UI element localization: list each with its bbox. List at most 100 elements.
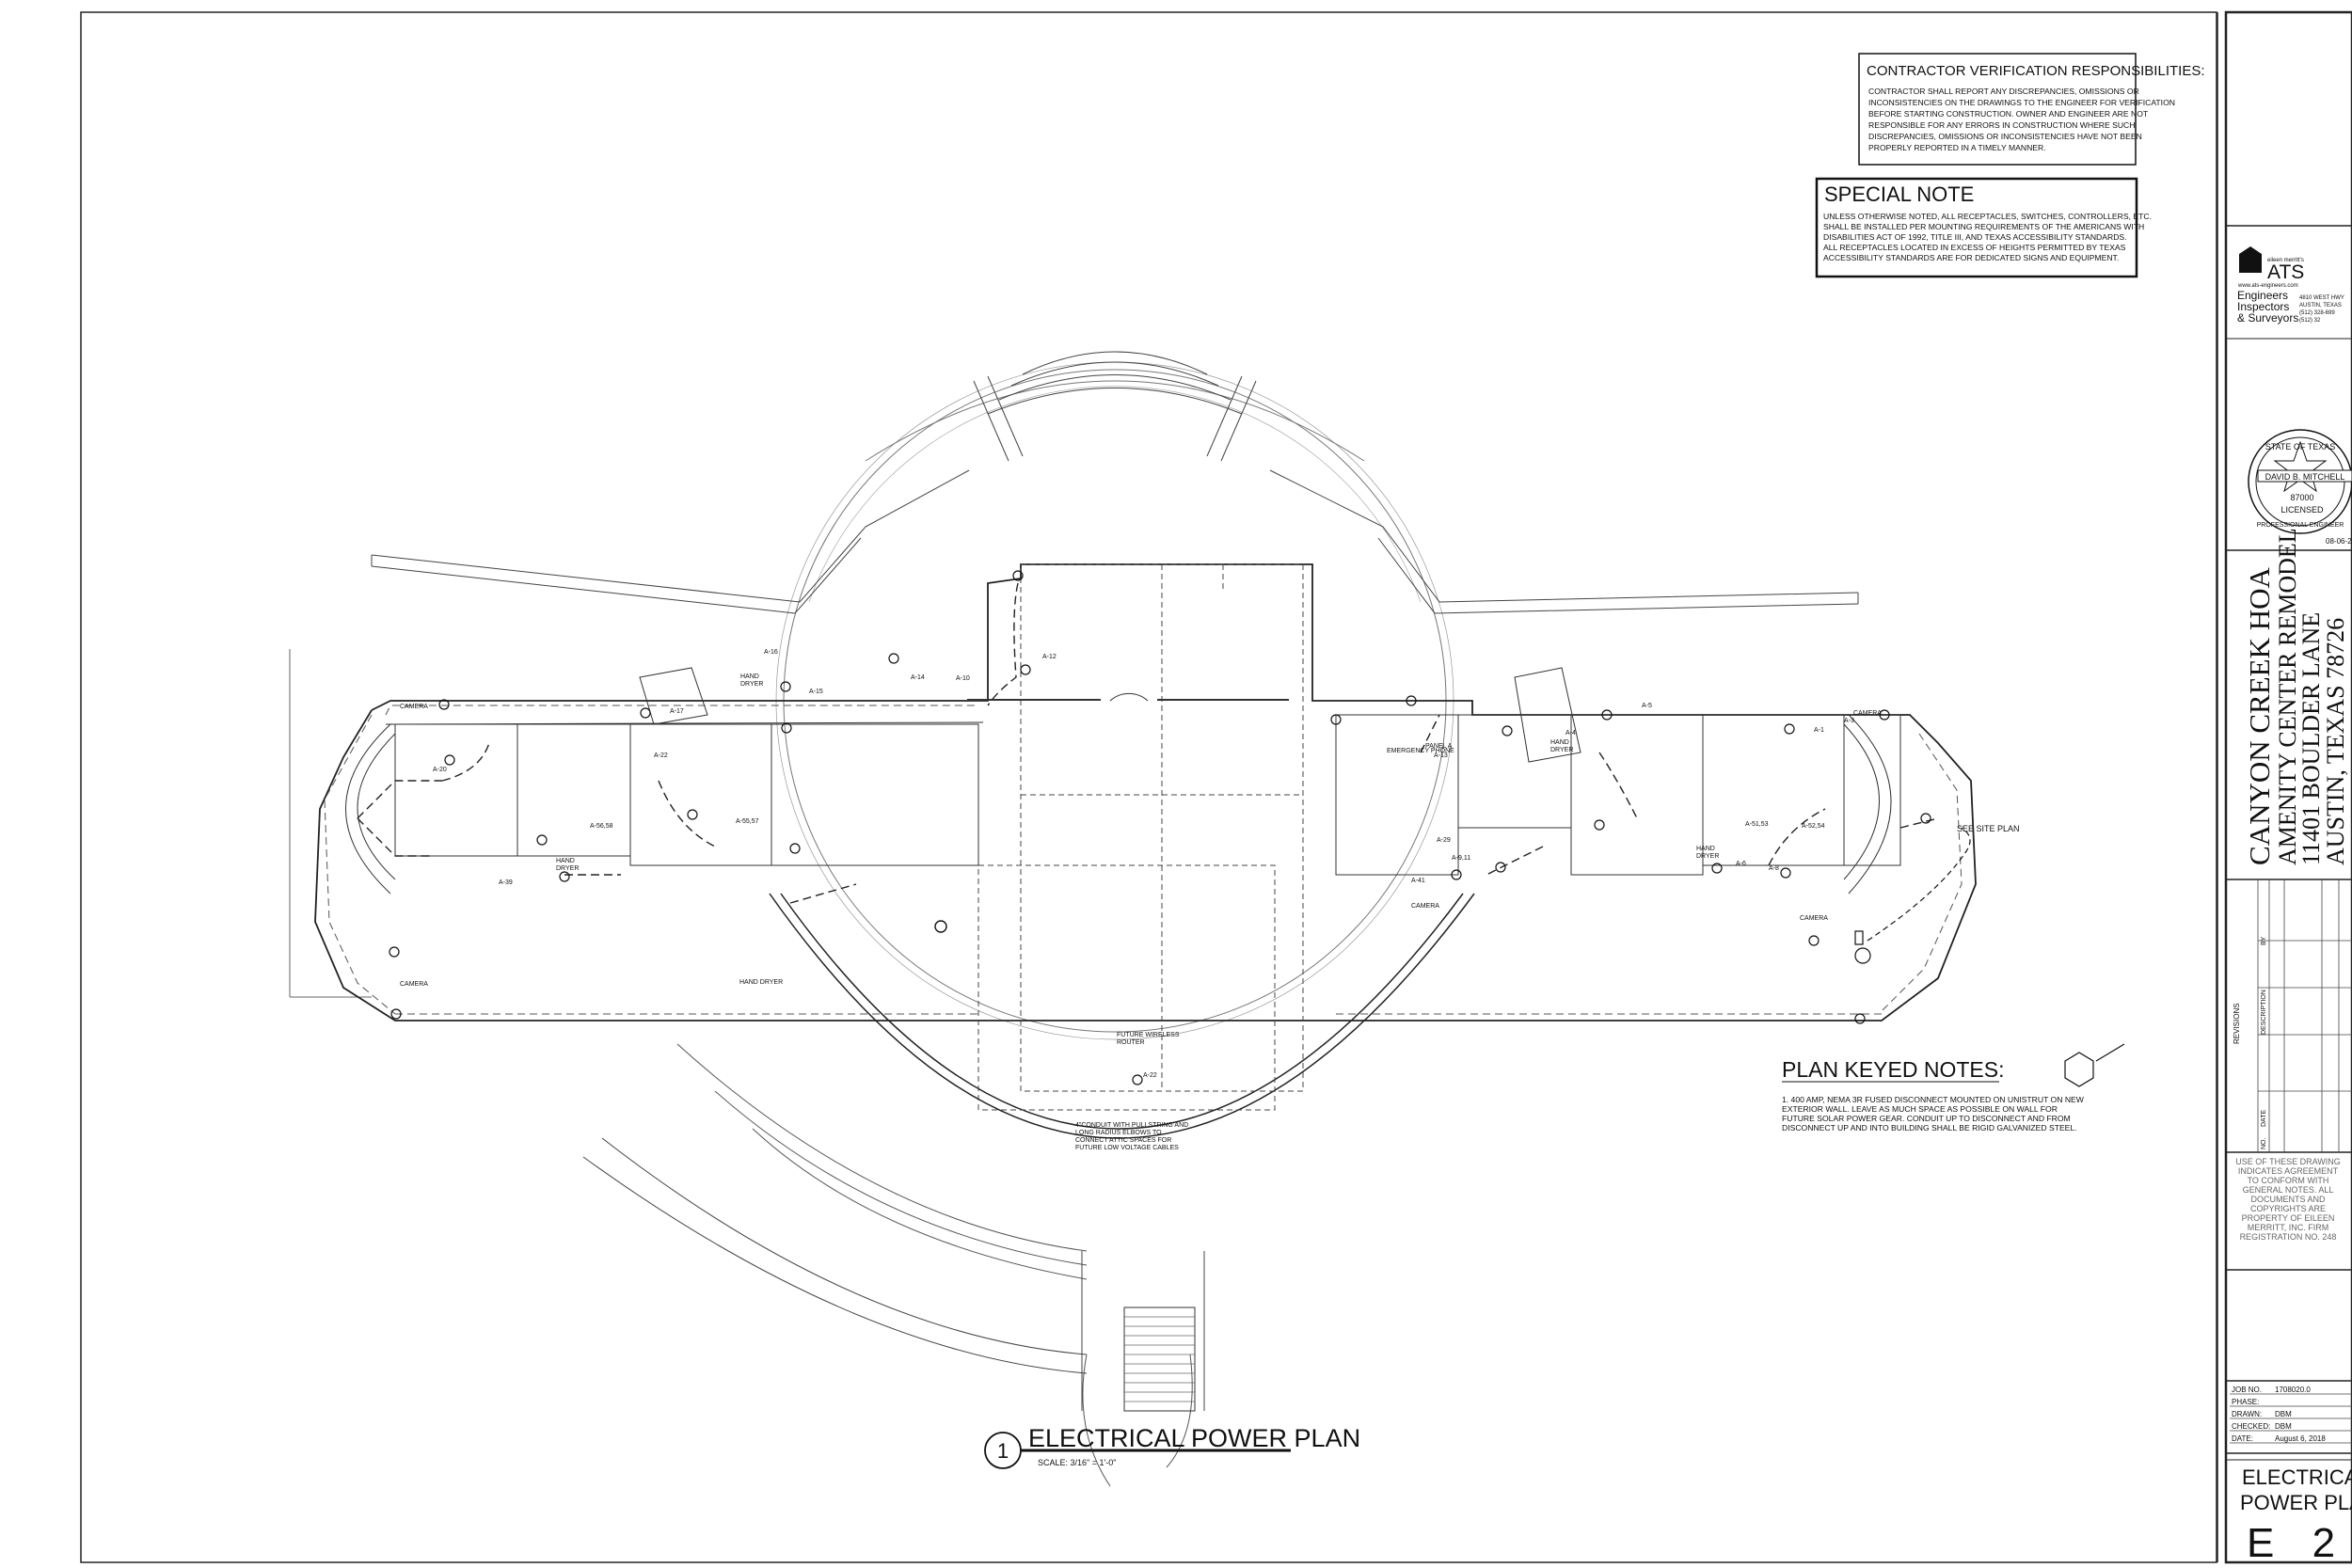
circuit-a6: A-6 bbox=[1736, 861, 1746, 867]
text-line: SHALL BE INSTALLED PER MOUNTING REQUIREM… bbox=[1823, 222, 2144, 231]
text-line: BEFORE STARTING CONSTRUCTION. OWNER AND … bbox=[1868, 109, 2149, 119]
text-line: HAND bbox=[1550, 739, 1569, 746]
firm-line-3: & Surveyors bbox=[2237, 311, 2298, 325]
text-line: DRYER bbox=[556, 865, 579, 872]
text-line: USE OF THESE DRAWING bbox=[2235, 1157, 2341, 1166]
text-line: INCONSISTENCIES ON THE DRAWINGS TO THE E… bbox=[1868, 98, 2175, 107]
circuit-a8: A-8 bbox=[1769, 865, 1779, 872]
label-camera-2: CAMERA bbox=[400, 981, 428, 988]
circuit-a20: A-20 bbox=[433, 767, 447, 773]
circuit-a56-58: A-56,58 bbox=[590, 823, 613, 830]
circuit-a55-57: A-55,57 bbox=[736, 818, 759, 825]
text-line: MERRITT, INC. FIRM bbox=[2248, 1223, 2329, 1232]
text-line: ALL RECEPTACLES LOCATED IN EXCESS OF HEI… bbox=[1823, 243, 2126, 252]
special-note-title: SPECIAL NOTE bbox=[1824, 182, 1974, 206]
firm-addr-4: (512) 32 bbox=[2299, 318, 2321, 324]
circuit-a14: A-14 bbox=[911, 674, 925, 681]
firm-web: www.ats-engineers.com bbox=[2237, 283, 2298, 289]
circuit-a52-54: A-52,54 bbox=[1802, 823, 1825, 830]
text-line: ROUTER bbox=[1117, 1039, 1145, 1046]
text-line: FUTURE LOW VOLTAGE CABLES bbox=[1075, 1145, 1179, 1151]
revisions-label: REVISIONS bbox=[2233, 1003, 2241, 1044]
checked-value: DBM bbox=[2275, 1422, 2292, 1431]
seal-date: 08-06-2 bbox=[2326, 537, 2352, 546]
text-line: RESPONSIBLE FOR ANY ERRORS IN CONSTRUCTI… bbox=[1868, 120, 2135, 130]
firm-addr-2: AUSTIN, TEXAS bbox=[2299, 303, 2342, 309]
text-line: CONNECT ATTIC SPACES FOR bbox=[1075, 1137, 1171, 1144]
label-hand-dryer-1: HAND DRYER bbox=[739, 979, 783, 986]
floor-plan bbox=[289, 351, 1977, 1487]
keyed-notes-title: PLAN KEYED NOTES: bbox=[1782, 1057, 2004, 1082]
firm-logo: eileen merritt's ATS www.ats-engineers.c… bbox=[2237, 246, 2344, 325]
keyed-note-hexagon bbox=[1854, 827, 2125, 1087]
seal-licensed: LICENSED bbox=[2280, 505, 2324, 515]
drawn-value: DBM bbox=[2275, 1410, 2292, 1418]
circuit-a5: A-5 bbox=[1642, 703, 1652, 709]
plan-scale: SCALE: 3/16" = 1'-0" bbox=[1038, 1458, 1116, 1467]
text-line: HAND bbox=[740, 673, 759, 680]
firm-line-1: Engineers bbox=[2237, 289, 2288, 302]
rev-col-by: BY bbox=[2261, 936, 2267, 945]
rev-col-date: DATE bbox=[2261, 1110, 2267, 1127]
circuit-a3: A-3 bbox=[1844, 718, 1854, 724]
title-block: eileen merritt's ATS www.ats-engineers.c… bbox=[2226, 225, 2352, 1566]
circuit-a1: A-1 bbox=[1814, 727, 1824, 734]
contractor-body: CONTRACTOR SHALL REPORT ANY DISCREPANCIE… bbox=[1868, 87, 2175, 152]
text-line: REGISTRATION NO. 248 bbox=[2240, 1232, 2337, 1242]
text-line: TO CONFORM WITH bbox=[2248, 1176, 2329, 1185]
plan-keyed-notes: PLAN KEYED NOTES: 1. 400 AMP, NEMA 3R FU… bbox=[1782, 1057, 2085, 1132]
text-line: 1. 400 AMP, NEMA 3R FUSED DISCONNECT MOU… bbox=[1782, 1095, 2085, 1104]
project-name-block: CANYON CREEK HOA AMENITY CENTER REMODEL … bbox=[2243, 528, 2349, 865]
circuit-a22-left: A-22 bbox=[654, 752, 668, 759]
seal-prof: PROFESSIONAL ENGINEER bbox=[2257, 522, 2344, 529]
seal-state: STATE OF TEXAS bbox=[2265, 442, 2336, 451]
circuit-a29: A-29 bbox=[1437, 837, 1451, 844]
firm-addr-1: 4810 WEST HWY bbox=[2299, 295, 2344, 301]
title-block-frame bbox=[2224, 10, 2352, 1564]
checked-label: CHECKED: bbox=[2232, 1422, 2270, 1431]
special-note-box: SPECIAL NOTE UNLESS OTHERWISE NOTED, ALL… bbox=[1815, 177, 2152, 278]
firm-addr-3: (512) 328-699 bbox=[2299, 310, 2335, 316]
firm-name: ATS bbox=[2267, 261, 2304, 283]
circuit-a10: A-10 bbox=[956, 675, 970, 682]
contractor-verification-box: CONTRACTOR VERIFICATION RESPONSIBILITIES… bbox=[1858, 53, 2205, 166]
contractor-title: CONTRACTOR VERIFICATION RESPONSIBILITIES… bbox=[1867, 63, 2205, 79]
plan-title-text: ELECTRICAL POWER PLAN bbox=[1028, 1424, 1360, 1452]
seal-name: DAVID B. MITCHELL bbox=[2265, 472, 2345, 482]
revisions-table bbox=[2257, 879, 2352, 1152]
sheet-title-2: POWER PLA bbox=[2240, 1491, 2352, 1514]
label-emergency-phone: EMERGENCY PHONE bbox=[1387, 748, 1454, 754]
circuit-wiring bbox=[357, 582, 1939, 904]
seal-number: 87000 bbox=[2290, 493, 2313, 502]
special-note-body: UNLESS OTHERWISE NOTED, ALL RECEPTACLES,… bbox=[1823, 212, 2152, 262]
text-line: DRYER bbox=[1696, 853, 1719, 860]
text-line: DOCUMENTS AND bbox=[2250, 1195, 2326, 1204]
firm-top: eileen merritt's bbox=[2267, 258, 2304, 263]
label-camera-4: CAMERA bbox=[1800, 915, 1828, 922]
engineer-seal: STATE OF TEXAS DAVID B. MITCHELL 87000 L… bbox=[2248, 429, 2352, 546]
date-value: August 6, 2018 bbox=[2275, 1434, 2326, 1443]
text-line: GENERAL NOTES. ALL bbox=[2243, 1185, 2334, 1195]
text-line: DISCONNECT UP AND INTO BUILDING SHALL BE… bbox=[1782, 1123, 2077, 1132]
receptacle-symbols bbox=[389, 570, 1931, 1085]
circuit-a4: A-4 bbox=[1565, 730, 1576, 736]
date-label: DATE: bbox=[2232, 1434, 2253, 1443]
circuit-a16: A-16 bbox=[764, 649, 778, 656]
text-line: FUTURE SOLAR POWER GEAR. CONDUIT UP TO D… bbox=[1782, 1114, 2071, 1123]
plan-number: 1 bbox=[997, 1439, 1009, 1463]
plan-title: 1 ELECTRICAL POWER PLAN SCALE: 3/16" = 1… bbox=[984, 1424, 1360, 1469]
circuit-a9-11: A-9,11 bbox=[1452, 855, 1470, 862]
text-line: PROPERLY REPORTED IN A TIMELY MANNER. bbox=[1868, 143, 2046, 152]
sheet-border bbox=[80, 11, 2217, 1563]
circuit-a15: A-15 bbox=[809, 689, 823, 695]
text-line: 4"CONDUIT WITH PULLSTRING AND bbox=[1075, 1122, 1188, 1129]
job-info-table: JOB NO. 1708020.0 PHASE: DRAWN: DBM CHEC… bbox=[2230, 1386, 2352, 1444]
circuit-a13: A-13 bbox=[1434, 752, 1448, 759]
